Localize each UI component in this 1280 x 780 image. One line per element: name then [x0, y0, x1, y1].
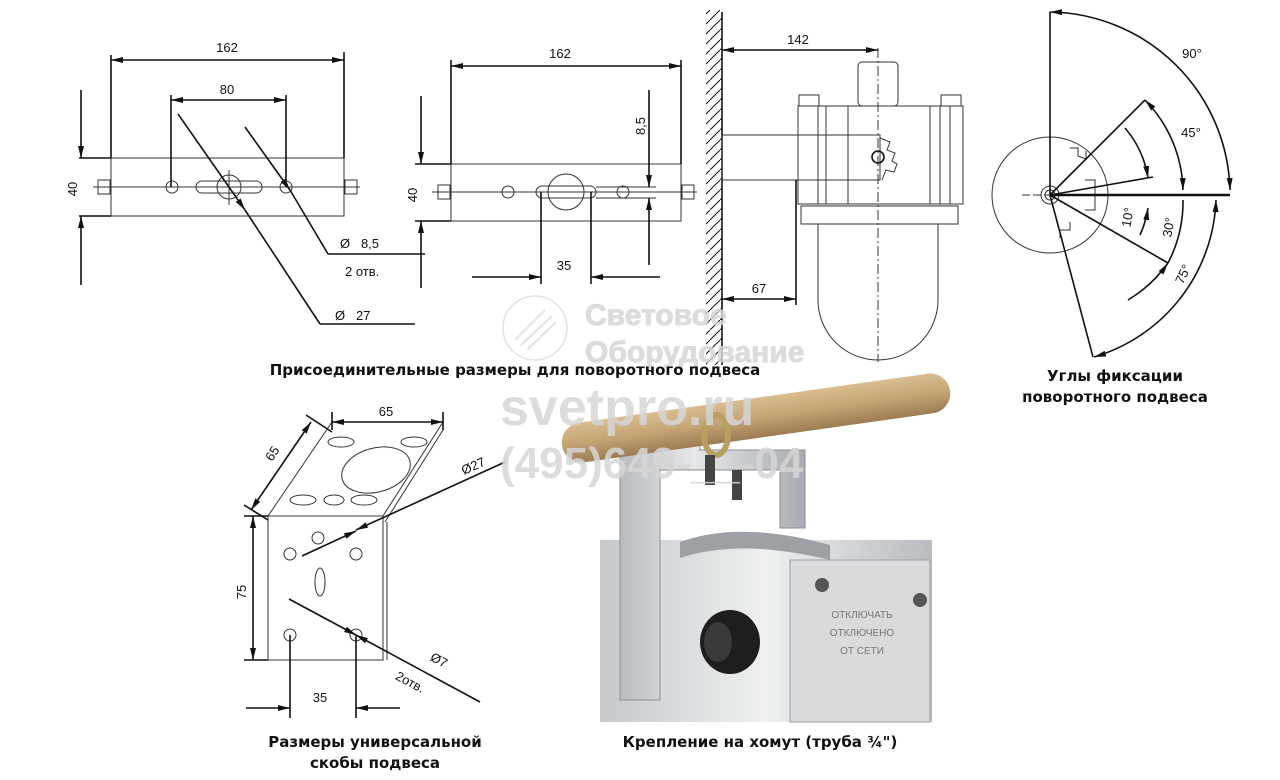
dim-bracket-diagonal: 65: [262, 443, 283, 463]
caption-mounting-dimensions: Присоединительные размеры для поворотног…: [269, 361, 761, 379]
angle-label-10: 10°: [1118, 206, 1136, 228]
dim-bracket-offset: 67: [752, 281, 766, 296]
lamp-label-plate: [789, 559, 931, 723]
pipe-clamp: [701, 412, 731, 458]
pivot-bolt: [871, 150, 885, 164]
wall-hatch: [706, 10, 722, 365]
arc-10: [1124, 127, 1150, 179]
angles-view-drawing: 90° 45° 10° 30° 75°: [991, 9, 1233, 358]
label-small-hole-diameter: Ø 8,5: [340, 236, 379, 251]
dim-slot-length: 35: [557, 258, 571, 273]
plate-text-line3: ОТ СЕТИ: [840, 646, 884, 657]
label-bracket-small-hole: Ø7: [428, 649, 450, 670]
pipe-photo: [561, 373, 951, 463]
arc-45: [1144, 99, 1186, 191]
slot: [535, 185, 597, 199]
label-small-hole-count: 2 отв.: [345, 264, 379, 279]
caption-fixation-angles: Углы фиксации поворотного подвеса: [1000, 366, 1230, 408]
caption-universal-bracket-line1: Размеры универсальной: [268, 733, 482, 751]
watermark: Световое Оборудование svetpro.ru (495)64…: [500, 295, 805, 488]
watermark-logo-icon: [502, 295, 568, 361]
top-view-drawing: 162 40 8,5 35: [405, 46, 697, 288]
caption-clamp-mount: Крепление на хомут (труба ¾"): [622, 733, 898, 751]
caption-fixation-angles-line1: Углы фиксации: [1047, 367, 1183, 385]
caption-universal-bracket: Размеры универсальной скобы подвеса: [240, 732, 510, 774]
dim-bracket-height: 75: [234, 585, 249, 599]
label-large-hole-diameter: Ø 27: [335, 308, 370, 323]
caption-fixation-angles-line2: поворотного подвеса: [1022, 388, 1208, 406]
watermark-brand-line1: Световое: [585, 299, 727, 332]
hole-small-left: [165, 180, 179, 194]
dim-bracket-hole-spacing: 35: [313, 690, 327, 705]
front-view-drawing: 162 80 40 Ø 8,5 2 отв. Ø 27: [65, 40, 425, 325]
angle-label-45: 45°: [1181, 125, 1201, 140]
arc-75: [1093, 199, 1219, 358]
bolt-right: [344, 179, 358, 195]
plate-text-line2: ОТКЛЮЧЕНО: [830, 628, 895, 639]
dim-top-width: 162: [549, 46, 571, 61]
angle-label-90: 90°: [1182, 46, 1202, 61]
angle-label-30: 30°: [1159, 216, 1177, 238]
dim-front-height: 40: [65, 182, 80, 196]
dim-hole-spacing: 80: [220, 82, 234, 97]
clamp-mount-photo: ОТКЛЮЧАТЬ ОТКЛЮЧЕНО ОТ СЕТИ: [561, 373, 951, 723]
watermark-phone: (495)649-__-04: [500, 439, 804, 488]
watermark-site: svetpro.ru: [500, 379, 754, 437]
watermark-brand-line2: Оборудование: [585, 336, 804, 369]
label-bracket-hole-count: 2отв.: [393, 668, 427, 696]
dim-top-height: 40: [405, 188, 420, 202]
label-bracket-large-hole: Ø27: [459, 454, 488, 478]
dim-slot-width: 8,5: [633, 117, 648, 135]
mount-arm: [721, 134, 881, 181]
bracket-large-hole: [341, 446, 411, 494]
dim-front-width: 162: [216, 40, 238, 55]
arc-90: [1049, 9, 1233, 191]
dim-depth: 142: [787, 32, 809, 47]
bracket-drawing: 65 65 Ø27 75 Ø7 2отв. 35: [234, 404, 506, 718]
bolt-left: [97, 179, 111, 195]
plate-text-line1: ОТКЛЮЧАТЬ: [831, 610, 893, 621]
dim-bracket-top-width: 65: [379, 404, 393, 419]
side-view-drawing: 142 67: [706, 10, 964, 365]
bracket-front-face: [267, 515, 384, 661]
caption-universal-bracket-line2: скобы подвеса: [309, 754, 441, 772]
